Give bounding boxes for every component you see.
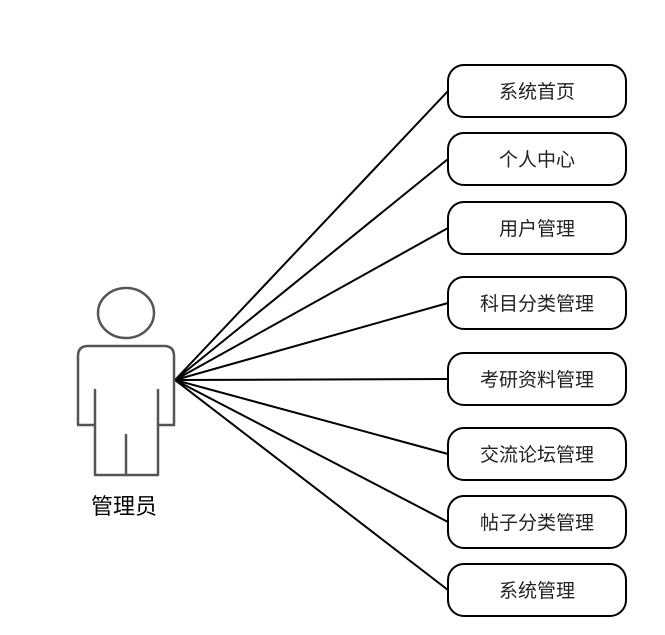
use-case-outline [447, 352, 627, 406]
association-line [174, 379, 449, 591]
use-case-outline [447, 64, 627, 118]
use-case-outline [447, 201, 627, 255]
use-case-outline [447, 495, 627, 549]
use-case-box: 系统首页 [447, 64, 627, 118]
association-line [174, 379, 449, 523]
actor-head [96, 286, 156, 340]
use-case-box: 个人中心 [447, 132, 627, 186]
association-lines [174, 90, 449, 591]
use-case-label: 用户管理 [499, 218, 575, 240]
use-case-box: 考研资料管理 [447, 352, 627, 406]
use-case-label: 交流论坛管理 [480, 444, 594, 466]
actor-body [76, 344, 176, 477]
use-case-box: 科目分类管理 [447, 276, 627, 330]
use-case-label: 考研资料管理 [480, 369, 594, 391]
use-case-outline [447, 276, 627, 330]
use-case-outline [447, 563, 627, 617]
use-case-label: 系统首页 [499, 81, 575, 103]
use-case-box: 系统管理 [447, 563, 627, 617]
use-case-box: 帖子分类管理 [447, 495, 627, 549]
association-line [174, 302, 449, 381]
association-line [174, 378, 449, 381]
use-case-outline [447, 427, 627, 481]
use-case-label: 系统管理 [499, 580, 575, 602]
association-line [174, 90, 449, 381]
use-case-box: 交流论坛管理 [447, 427, 627, 481]
use-case-label: 科目分类管理 [480, 293, 594, 315]
association-line [174, 158, 449, 381]
use-case-box: 用户管理 [447, 201, 627, 255]
actor-figure [76, 286, 176, 477]
actor-name: 管理员 [91, 495, 157, 520]
association-line [174, 227, 449, 381]
association-line [174, 379, 449, 455]
use-case-outline [447, 132, 627, 186]
use-case-label: 帖子分类管理 [480, 512, 594, 534]
use-case-label: 个人中心 [499, 149, 575, 171]
